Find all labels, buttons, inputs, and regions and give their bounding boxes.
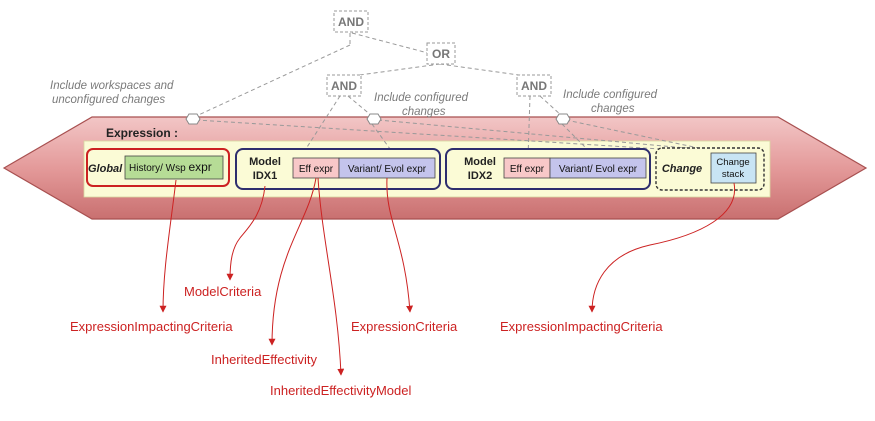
node-and-left: AND [326, 74, 362, 97]
model-idx1-label-2: IDX1 [253, 170, 277, 182]
node-and-right-label: AND [521, 79, 547, 93]
criteria-impacting-right: ExpressionImpactingCriteria [500, 319, 663, 334]
criteria-connectors [159, 177, 736, 376]
note-configured-right-line2: changes [591, 103, 635, 115]
node-and-left-label: AND [331, 79, 357, 93]
note-configured-left-line2: changes [402, 106, 446, 118]
criteria-expression: ExpressionCriteria [351, 319, 458, 334]
criteria-inherited-model: InheritedEffectivityModel [270, 383, 411, 398]
connector-eff1-to-inherited-model [317, 177, 345, 376]
change-box: Change Change stack [655, 147, 765, 191]
model-idx1-eff-expr: Eff expr [299, 164, 334, 175]
hex-connector-workspaces [185, 113, 201, 125]
connector-eff1-to-inherited [268, 177, 317, 346]
criteria-model: ModelCriteria [184, 284, 262, 299]
model-idx1-box: Model IDX1 Eff expr Variant/ Evol expr [235, 148, 441, 190]
node-and-top: AND [333, 10, 369, 33]
model-idx2-box: Model IDX2 Eff expr Variant/ Evol expr [445, 148, 651, 190]
model-idx2-eff-expr: Eff expr [510, 164, 545, 175]
connector-history-to-impacting [159, 179, 177, 313]
global-box: Global History/ Wsp expr [86, 148, 230, 187]
model-idx1-label-1: Model [249, 156, 281, 168]
node-or-label: OR [432, 47, 450, 61]
expression-title: Expression : [106, 126, 178, 140]
connector-model1-to-modelcriteria [226, 185, 266, 281]
history-wsp-text: History/ Wsp [129, 163, 188, 174]
note-workspaces-line2: unconfigured changes [52, 94, 165, 106]
model-idx2-label-2: IDX2 [468, 170, 492, 182]
note-workspaces-line1: Include workspaces and [50, 80, 174, 92]
global-label: Global [88, 163, 123, 175]
connector-variant1-to-expressioncriteria [386, 177, 414, 313]
node-or: OR [426, 42, 456, 65]
change-label: Change [662, 163, 702, 175]
hex-connector-configured-left [366, 113, 382, 125]
connector-changestack-to-impacting [588, 182, 736, 313]
criteria-impacting-left: ExpressionImpactingCriteria [70, 319, 233, 334]
model-idx2-label-1: Model [464, 156, 496, 168]
history-wsp-label: History/ Wsp expr [129, 160, 212, 174]
change-stack-line2: stack [722, 169, 744, 180]
model-idx2-variant-expr: Variant/ Evol expr [559, 164, 638, 175]
model-idx1-variant-expr: Variant/ Evol expr [348, 164, 427, 175]
note-configured-left-line1: Include configured [374, 92, 469, 104]
criteria-inherited: InheritedEffectivity [211, 352, 317, 367]
change-stack-line1: Change [716, 157, 749, 168]
note-configured-right-line1: Include configured [563, 89, 658, 101]
hex-connector-configured-right [555, 113, 571, 125]
node-and-top-label: AND [338, 15, 364, 29]
history-expr-text: expr [188, 160, 211, 174]
node-and-right: AND [516, 74, 552, 97]
